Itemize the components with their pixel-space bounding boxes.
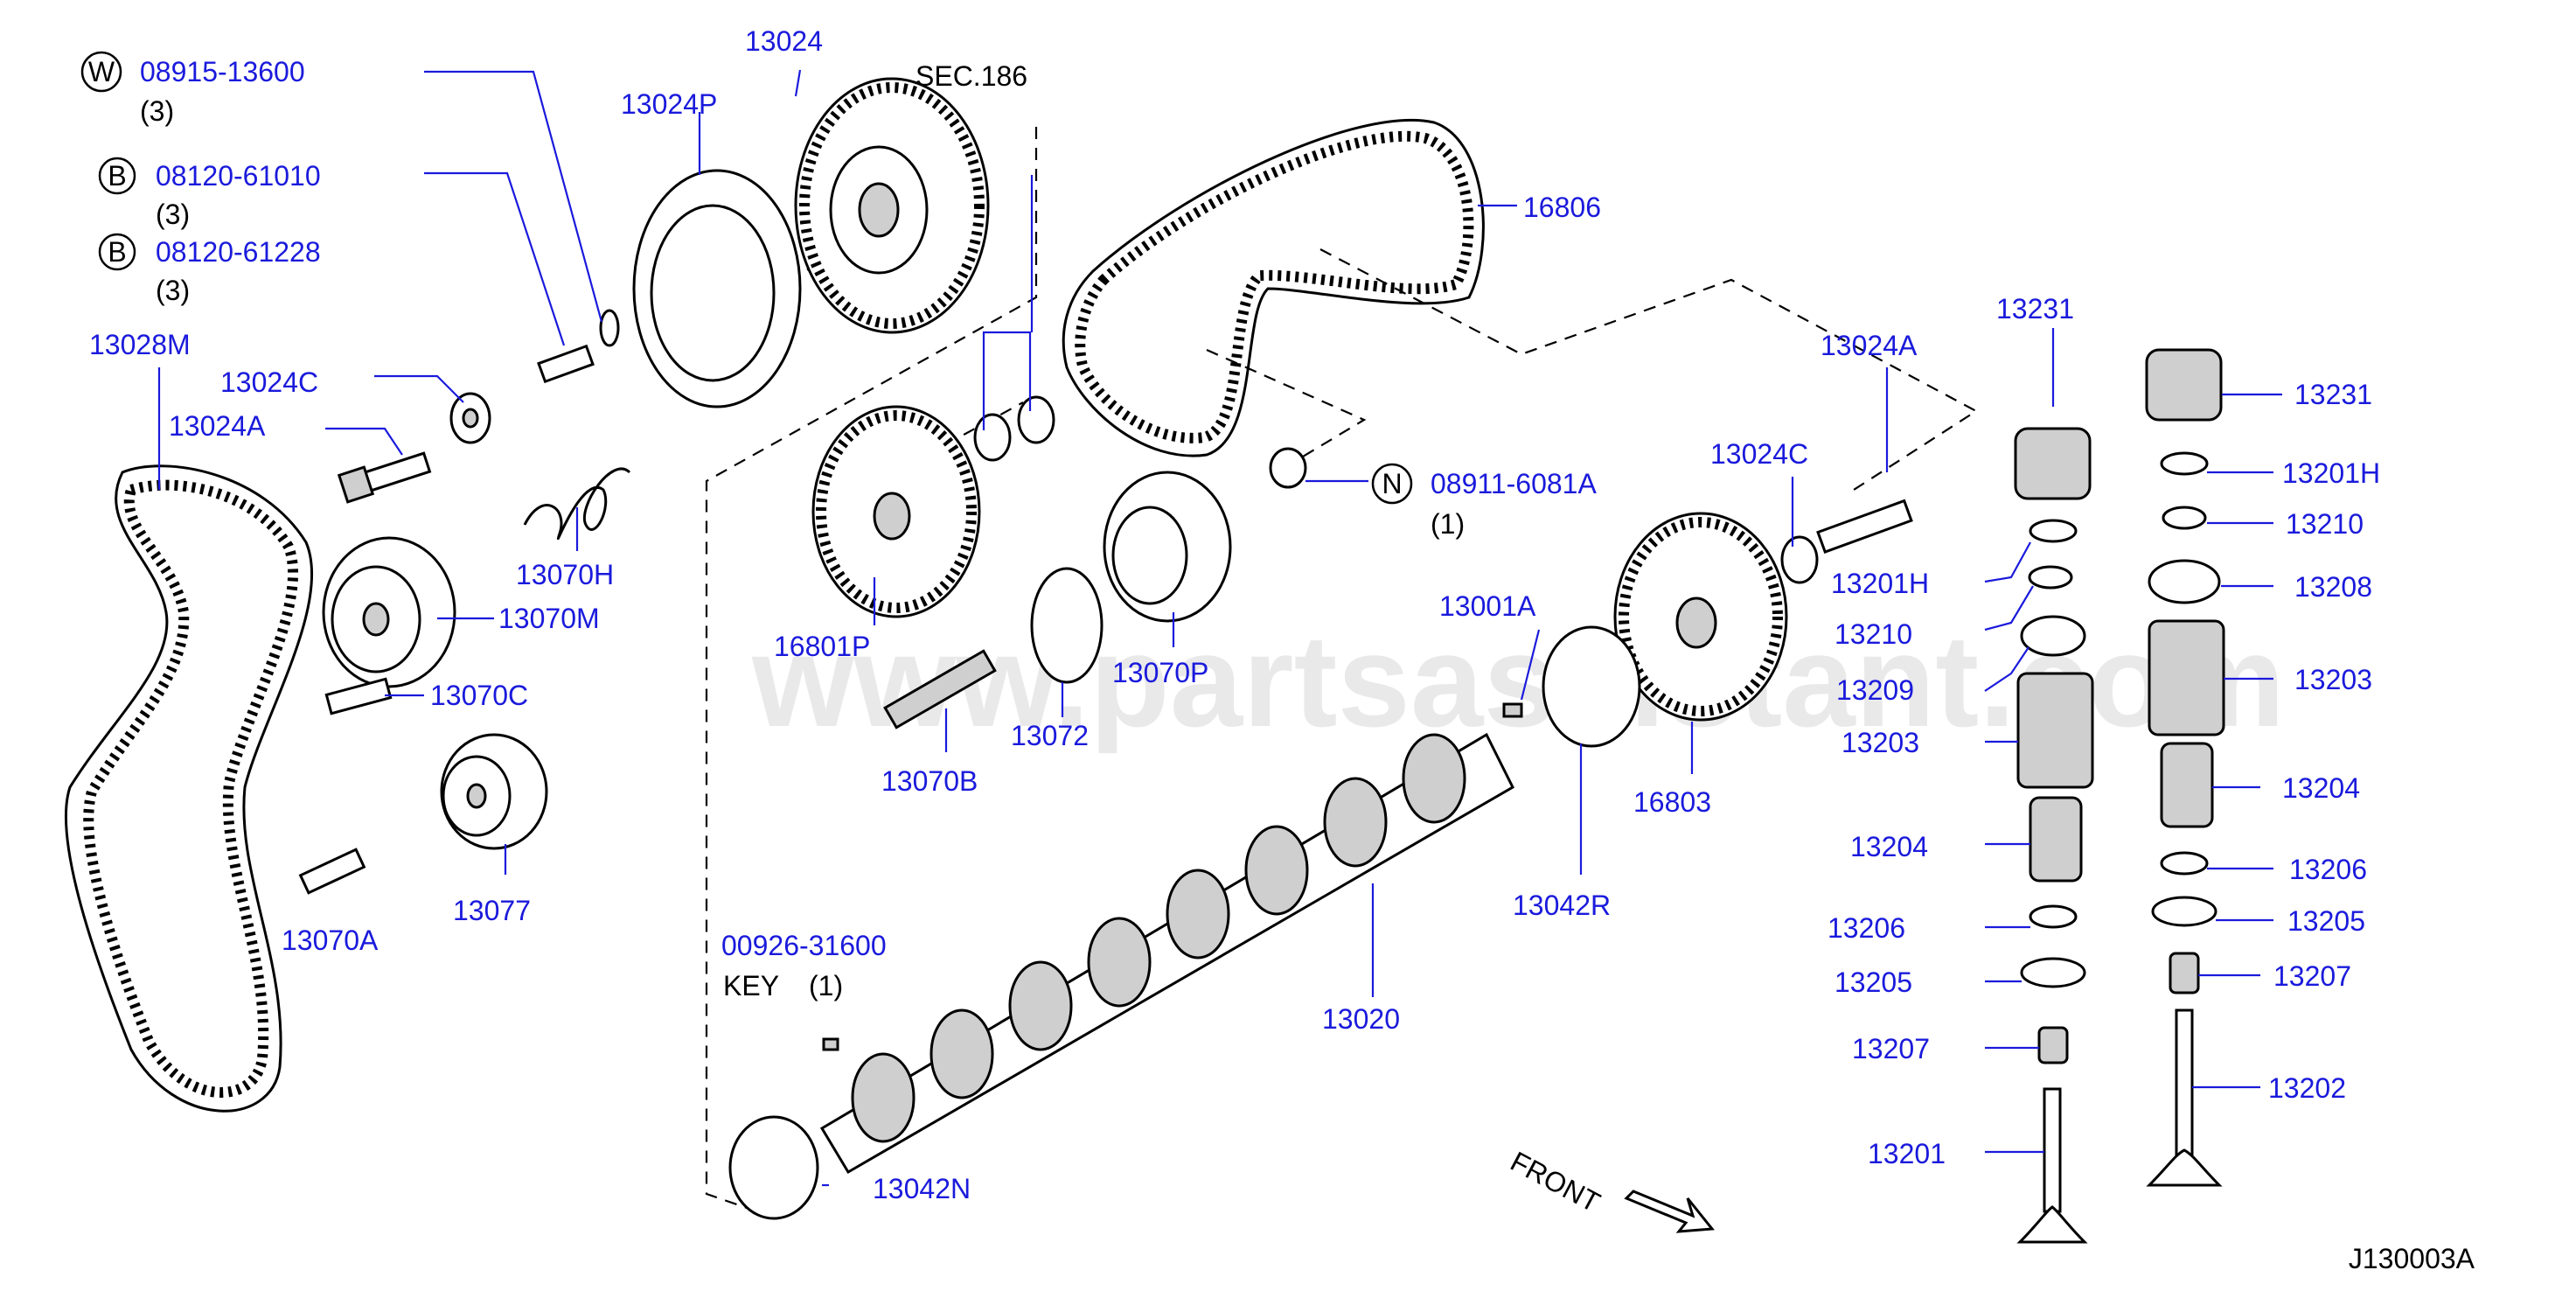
- callout-circles: [80, 51, 1413, 505]
- key-part-number: 00926-31600: [721, 930, 887, 961]
- key-13001A: [1502, 702, 1523, 718]
- camshaft-13020: [819, 732, 1514, 1175]
- w-quantity: (3): [140, 95, 174, 127]
- label-left-13207: 13207: [1852, 1033, 1930, 1064]
- label-left-13203: 13203: [1841, 727, 1919, 758]
- b2-code: B: [108, 236, 126, 268]
- label-13070A: 13070A: [282, 925, 379, 956]
- label-left-13201: 13201: [1868, 1138, 1946, 1169]
- bolt-13070C: [324, 677, 393, 715]
- label-13042R: 13042R: [1513, 890, 1611, 921]
- front-label: FRONT: [1506, 1145, 1605, 1218]
- valve-stack-right: [2145, 348, 2225, 1187]
- cam-sprocket-right: [1613, 499, 1913, 722]
- b2-part-number: 08120-61228: [156, 236, 321, 268]
- stud-13070B: [883, 649, 997, 729]
- label-13070H: 13070H: [516, 559, 614, 590]
- sec-reference: SEC.186: [916, 60, 1027, 92]
- n-code: N: [1382, 468, 1402, 499]
- label-left-13210: 13210: [1835, 618, 1912, 650]
- spring-13072: [1030, 567, 1104, 684]
- callout-b1: B 08120-61010 (3): [108, 160, 320, 230]
- label-right-13210: 13210: [2286, 508, 2364, 540]
- nut-08911-6081A: [1269, 447, 1307, 489]
- cam-sprocket-13024: [794, 77, 990, 334]
- label-left-13205: 13205: [1835, 967, 1912, 998]
- timing-belt-left: [64, 464, 314, 1113]
- label-13024: 13024: [745, 25, 823, 57]
- label-left-13201H: 13201H: [1831, 568, 1929, 599]
- label-right-13204: 13204: [2282, 772, 2360, 804]
- label-13028M: 13028M: [89, 329, 191, 360]
- label-13024A-left: 13024A: [169, 410, 266, 442]
- label-13042N: 13042N: [873, 1173, 971, 1204]
- part-labels: 13024 13024P 13028M 13024C 13024A 13070H…: [89, 25, 2380, 1204]
- b1-quantity: (3): [156, 199, 190, 230]
- label-left-13204: 13204: [1850, 831, 1928, 862]
- diagram-id: J130003A: [2349, 1243, 2475, 1274]
- label-right-13208: 13208: [2294, 571, 2372, 603]
- idler-pulley-13077: [440, 733, 548, 850]
- label-13077: 13077: [453, 895, 531, 926]
- sprocket-16801P: [811, 405, 981, 618]
- key-label: KEY: [723, 970, 779, 1001]
- label-13024A-right: 13024A: [1821, 330, 1918, 361]
- bolt-set-left: [337, 309, 620, 504]
- label-right-13206: 13206: [2289, 854, 2367, 885]
- label-13070C: 13070C: [430, 680, 528, 711]
- label-16803: 16803: [1633, 786, 1711, 818]
- w-part-number: 08915-13600: [140, 56, 305, 87]
- seal-13042N: [728, 1115, 819, 1220]
- label-13024C-right: 13024C: [1710, 438, 1808, 470]
- n-quantity: (1): [1431, 508, 1465, 540]
- bolt-13070A: [298, 848, 366, 895]
- label-16801P: 16801P: [774, 631, 870, 662]
- pulley-13070P: [1103, 471, 1232, 623]
- valve-stack-left: [2014, 427, 2094, 1244]
- label-right-13207: 13207: [2273, 960, 2351, 992]
- timing-belt-right: [1062, 118, 1485, 457]
- label-left-13209: 13209: [1836, 674, 1914, 706]
- seal-13042R: [1542, 625, 1641, 748]
- label-left-13206: 13206: [1828, 912, 1905, 944]
- backing-plate-13024P: [632, 169, 802, 408]
- dashed-assembly-lines: [705, 127, 1979, 1218]
- callout-w: W 08915-13600 (3): [88, 56, 305, 127]
- label-right-13205: 13205: [2287, 905, 2365, 937]
- callout-key: 00926-31600 KEY (1): [721, 930, 887, 1001]
- spring-13070H: [523, 467, 631, 541]
- key-quantity: (1): [809, 970, 843, 1001]
- label-13072: 13072: [1011, 720, 1089, 751]
- label-13070B: 13070B: [881, 765, 978, 797]
- key-00926-31600: [822, 1037, 839, 1051]
- tensioner-pulley-13070M: [322, 536, 456, 688]
- label-13020: 13020: [1322, 1003, 1400, 1035]
- label-13024P: 13024P: [621, 88, 717, 120]
- label-13001A: 13001A: [1439, 590, 1536, 622]
- b1-part-number: 08120-61010: [156, 160, 321, 192]
- label-right-13231: 13231: [2294, 379, 2372, 410]
- leader-lines: [157, 69, 2282, 1187]
- w-code: W: [88, 56, 115, 87]
- callout-b2: B 08120-61228 (3): [108, 236, 320, 306]
- n-part-number: 08911-6081A: [1431, 468, 1597, 499]
- label-right-13201H: 13201H: [2282, 457, 2380, 489]
- label-13070M: 13070M: [498, 603, 600, 634]
- label-13024C-left: 13024C: [220, 366, 318, 398]
- label-right-13203: 13203: [2294, 664, 2372, 695]
- label-right-13202: 13202: [2268, 1072, 2346, 1104]
- front-arrow-icon: [1624, 1190, 1715, 1233]
- label-left-13231: 13231: [1996, 293, 2074, 324]
- b1-code: B: [108, 160, 126, 192]
- b2-quantity: (3): [156, 275, 190, 306]
- label-13070P: 13070P: [1112, 657, 1208, 688]
- callout-n: N 08911-6081A (1): [1382, 468, 1597, 540]
- label-16806: 16806: [1523, 192, 1601, 223]
- sec186-washers: [973, 395, 1055, 462]
